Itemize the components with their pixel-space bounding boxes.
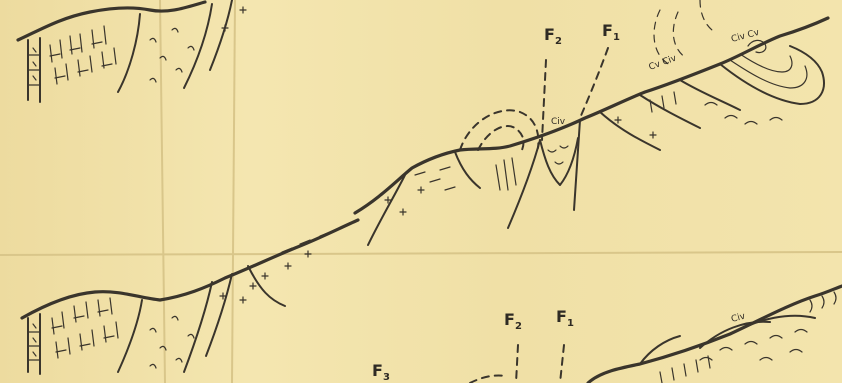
upper-contact-b <box>455 152 480 188</box>
upper-left-contact-3 <box>210 0 232 70</box>
upper-left-dashes <box>50 26 116 84</box>
lower-ground-surface-left <box>22 220 358 318</box>
upper-syncline-outer <box>720 46 824 104</box>
lower-section: F2 F1 F3 Civ <box>22 220 842 383</box>
upper-dashed-fold-top <box>700 0 712 30</box>
upper-contact-e <box>680 80 740 110</box>
lower-contact-right-b <box>700 322 770 348</box>
upper-ground-surface <box>355 18 828 213</box>
lower-hatch-right <box>660 356 710 383</box>
lower-left-block-lines <box>28 332 40 360</box>
label-f1-upper: F1 <box>602 21 620 43</box>
fault-f1-upper-dashed <box>580 48 608 118</box>
fault-f2-upper-dashed <box>542 60 546 140</box>
upper-syncline-mid <box>730 60 807 88</box>
upper-left-surface <box>18 2 205 40</box>
upper-graben-marks <box>548 146 568 164</box>
upper-contact-a <box>368 175 405 245</box>
lower-ground-surface-right <box>588 286 842 383</box>
upper-left-section <box>18 0 246 102</box>
fault-f2-upper-solid <box>508 140 540 228</box>
lower-left-dashes <box>52 298 118 358</box>
fault-f1-upper-solid <box>574 120 580 210</box>
label-f2-upper: F2 <box>544 25 562 47</box>
lower-contact-2 <box>184 282 212 372</box>
upper-section: F2 F1 Civ Cv Civ Civ Cv <box>355 0 828 245</box>
label-civ-cv-top: Civ Cv <box>730 28 761 45</box>
lower-left-block-ticks <box>33 324 36 356</box>
fault-f3-lower-dashed <box>470 375 506 383</box>
upper-left-wavy-marks <box>150 28 194 82</box>
upper-left-contact-1 <box>118 14 140 92</box>
upper-contact-d <box>640 95 700 128</box>
label-f2-lower: F2 <box>504 310 522 332</box>
label-cv-civ-upper: Cv Civ <box>648 53 679 72</box>
upper-anticline-outer-dashed <box>460 110 538 150</box>
upper-dashed-fold-inner <box>673 12 686 58</box>
label-civ-upper: Civ <box>551 117 566 127</box>
upper-syncline-inner <box>740 54 792 72</box>
upper-syncline-wavy <box>705 103 782 125</box>
paper-fold-horizontal <box>0 252 842 255</box>
upper-fault-block-hatch <box>496 158 516 190</box>
label-civ-lower: Civ <box>730 311 747 324</box>
lower-wavy-right <box>700 330 807 361</box>
upper-left-block-lines <box>28 55 40 85</box>
fault-f2-lower-dashed <box>516 345 518 383</box>
upper-graben <box>540 138 578 185</box>
label-f1-lower: F1 <box>556 307 574 329</box>
fault-f1-lower-dashed <box>560 345 564 383</box>
paper-fold-center <box>232 0 235 383</box>
lower-left-block-edges <box>28 314 40 374</box>
upper-contact-c <box>600 112 660 150</box>
upper-left-contact-2 <box>184 4 212 88</box>
label-f3-lower: F3 <box>372 361 390 383</box>
lower-contact-1 <box>118 300 142 372</box>
upper-left-block-ticks <box>33 48 36 80</box>
